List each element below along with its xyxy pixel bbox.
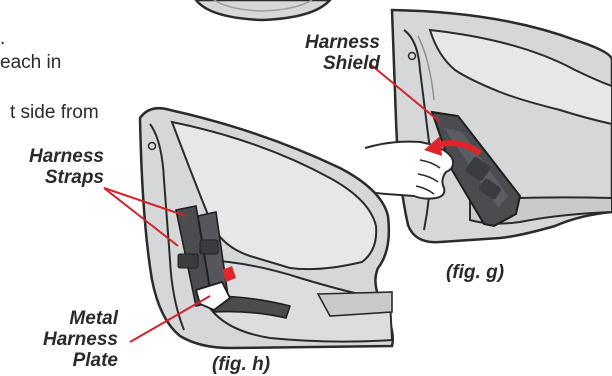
top-circle-detail [196,0,330,20]
callout-harness-shield-line-2: Shield [276,53,380,74]
callout-harness-straps: Harness Straps [20,146,104,188]
callout-metal-harness-plate-line-3: Plate [20,350,118,371]
callout-harness-shield-line-1: Harness [276,32,380,53]
callout-metal-harness-plate-line-1: Metal [20,308,118,329]
callout-metal-harness-plate: Metal Harness Plate [20,308,118,371]
callout-harness-straps-line-1: Harness [20,146,104,167]
figure-caption-h: (fig. h) [212,354,270,375]
fig-h-illustration [104,108,393,348]
figure-caption-g: (fig. g) [446,262,504,283]
callout-metal-harness-plate-line-2: Harness [20,329,118,350]
fig-g-illustration [365,10,612,242]
callout-harness-straps-line-2: Straps [20,167,104,188]
callout-harness-shield: Harness Shield [276,32,380,74]
